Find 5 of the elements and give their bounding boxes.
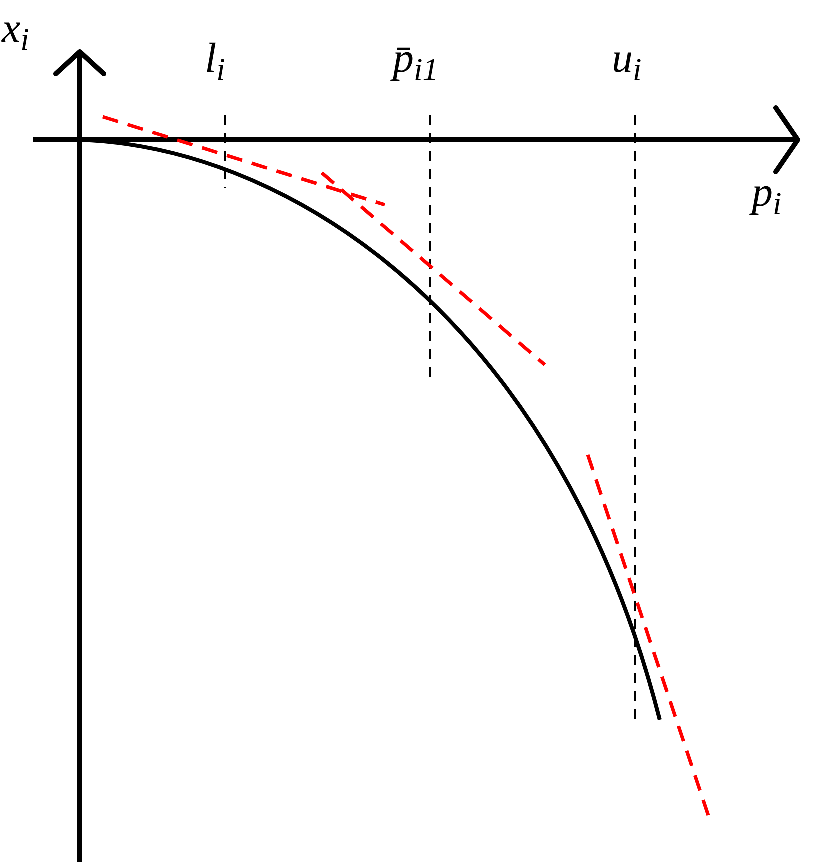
- axis-label: x$_{i}$: [2, 8, 30, 50]
- tick-label: l$_{i}$: [205, 38, 226, 80]
- tick-label: u$_{i}$: [612, 38, 642, 80]
- tick-label: p̄$_{i1}$: [393, 38, 439, 80]
- axis-label: p$_{i}$: [752, 172, 782, 214]
